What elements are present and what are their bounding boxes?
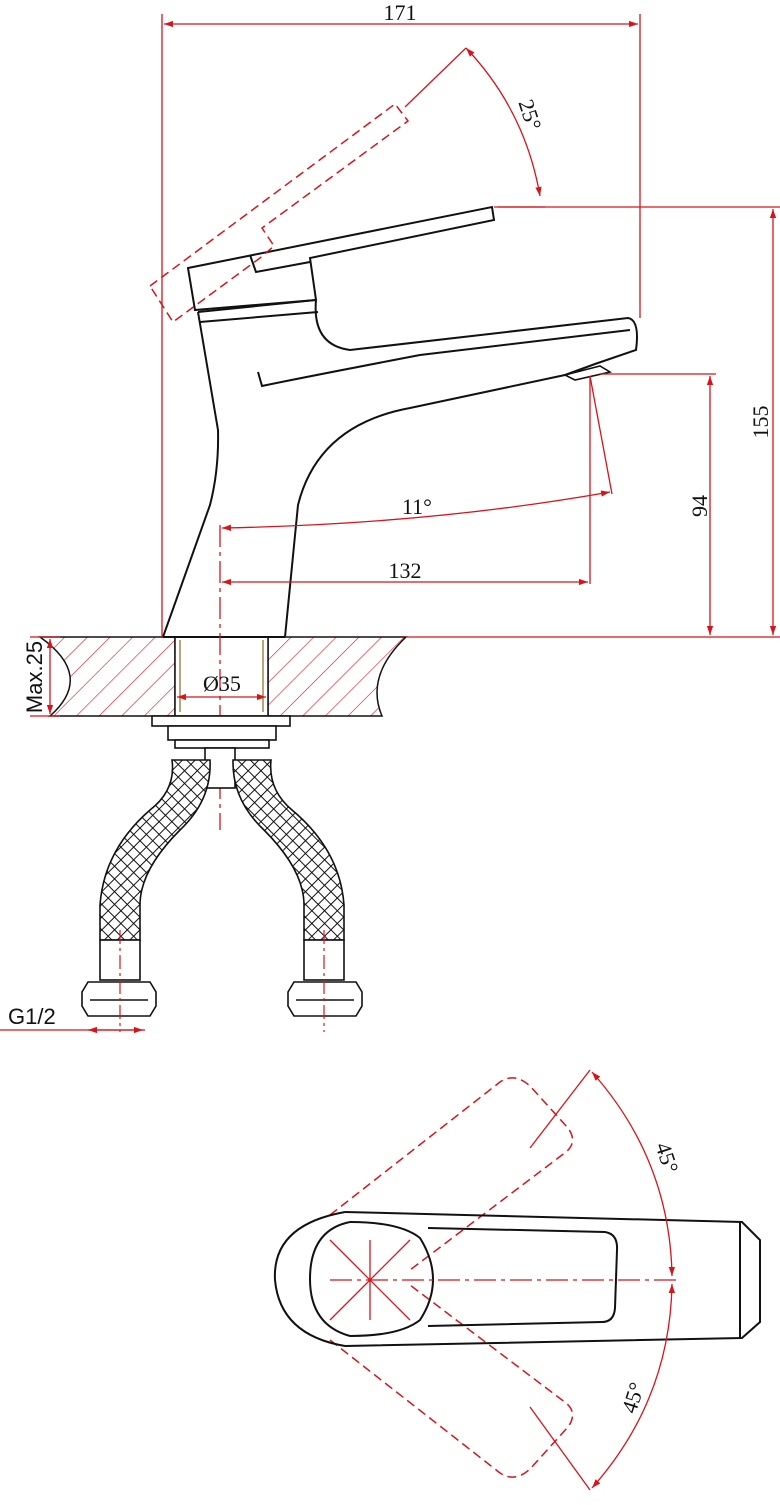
- lever-tilted-position: [148, 102, 410, 324]
- swivel-dimension-arcs: [529, 1069, 675, 1491]
- faucet-body: [162, 299, 638, 638]
- dim-connection-thread: G1/2: [8, 1004, 56, 1029]
- dim-swivel-right: 45°: [616, 1379, 649, 1416]
- top-view: 45° 45°: [273, 1069, 761, 1491]
- faucet-top-outline: [273, 1211, 761, 1347]
- supply-hoses: [81, 759, 363, 1017]
- dim-lever-tilt: 25°: [513, 96, 546, 133]
- hose-centre-lines: [119, 930, 325, 1032]
- dim-swivel-left: 45°: [650, 1139, 683, 1176]
- dim-max-thickness: Max.25: [22, 641, 47, 713]
- dim-overall-width: 171: [384, 0, 417, 25]
- countertop-section: [37, 636, 408, 717]
- dimension-lines: [0, 14, 780, 1034]
- dim-height-total: 155: [748, 406, 773, 439]
- swivel-positions: [329, 1077, 574, 1478]
- lever-handle: [186, 205, 496, 312]
- dim-spout-angle: 11°: [402, 494, 432, 519]
- dim-hole-diameter: Ø35: [203, 671, 241, 696]
- dim-height-outlet: 94: [687, 495, 712, 517]
- mounting-hardware: [151, 715, 291, 789]
- dim-reach: 132: [389, 558, 422, 583]
- top-view-centre-lines: [329, 1239, 680, 1321]
